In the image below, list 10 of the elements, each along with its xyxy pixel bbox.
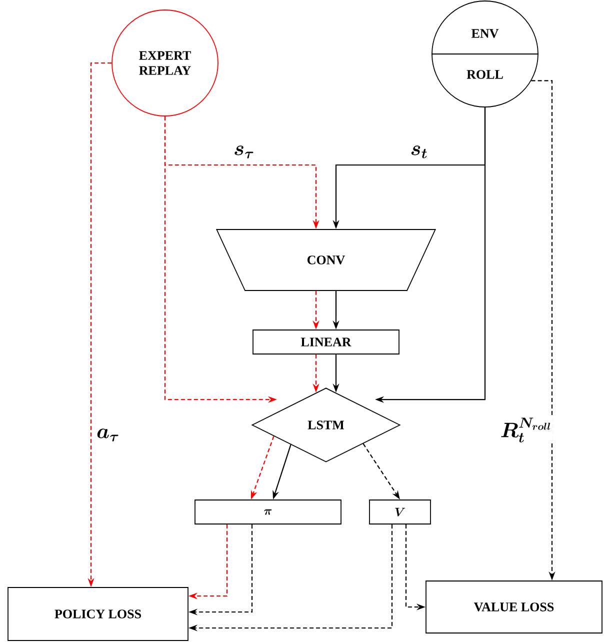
edge-label: $s_{\tau}$ xyxy=(232,144,256,160)
value-loss-box: VALUE LOSS xyxy=(426,580,602,634)
edge-label: $R_{t}^{N_{roll}}$ xyxy=(499,416,553,444)
policy-output-box: $\pi$ xyxy=(194,500,342,524)
edge-label: $a_{\tau}$ xyxy=(95,428,121,442)
conv-trapezoid: CONV xyxy=(216,229,436,291)
edge-label: $s_{t}$ xyxy=(409,144,429,160)
linear-box: LINEAR xyxy=(252,330,400,354)
policy-loss-box: POLICY LOSS xyxy=(8,587,188,641)
value-output-box: $V$ xyxy=(369,500,431,524)
